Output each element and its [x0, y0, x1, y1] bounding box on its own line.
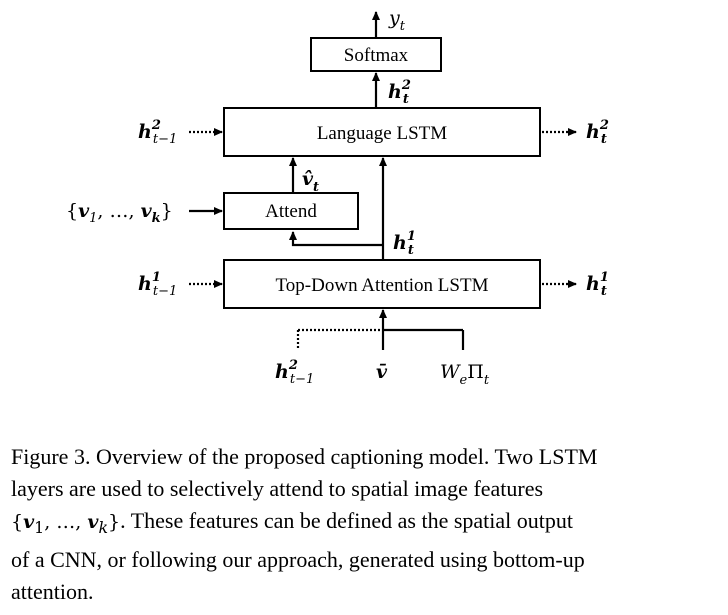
- language-lstm-label: Language LSTM: [317, 123, 447, 144]
- output-label: yt: [388, 7, 406, 34]
- caption-line-4: of a CNN, or following our approach, gen…: [11, 546, 585, 572]
- topdown-lstm-box: Top-Down Attention LSTM: [223, 259, 541, 309]
- topdown-lstm-label: Top-Down Attention LSTM: [276, 275, 489, 296]
- caption-features-math: {v1, …, vk}: [11, 511, 121, 537]
- softmax-label: Softmax: [344, 45, 409, 66]
- caption-line-1: Figure 3. Overview of the proposed capti…: [11, 444, 598, 469]
- figure-caption: Figure 3. Overview of the proposed capti…: [11, 441, 715, 608]
- h1-t-connections: [289, 157, 387, 260]
- caption-line-3: {v1, …, vk}. These features can be defin…: [11, 508, 573, 537]
- caption-line-5: attention.: [11, 578, 94, 604]
- v-hat-t-label: v̂t: [302, 168, 319, 195]
- attend-label: Attend: [265, 201, 317, 222]
- attend-box: Attend: [223, 192, 359, 230]
- word-embedding-label: WeΠt: [440, 361, 490, 388]
- features-set-label: {v1, …, vk}: [66, 200, 173, 226]
- v-bar-label: v̄: [376, 361, 388, 383]
- caption-line-2: layers are used to selectively attend to…: [11, 476, 544, 501]
- language-lstm-box: Language LSTM: [223, 107, 541, 157]
- softmax-box: Softmax: [310, 37, 442, 72]
- topdown-inputs: [296, 309, 465, 350]
